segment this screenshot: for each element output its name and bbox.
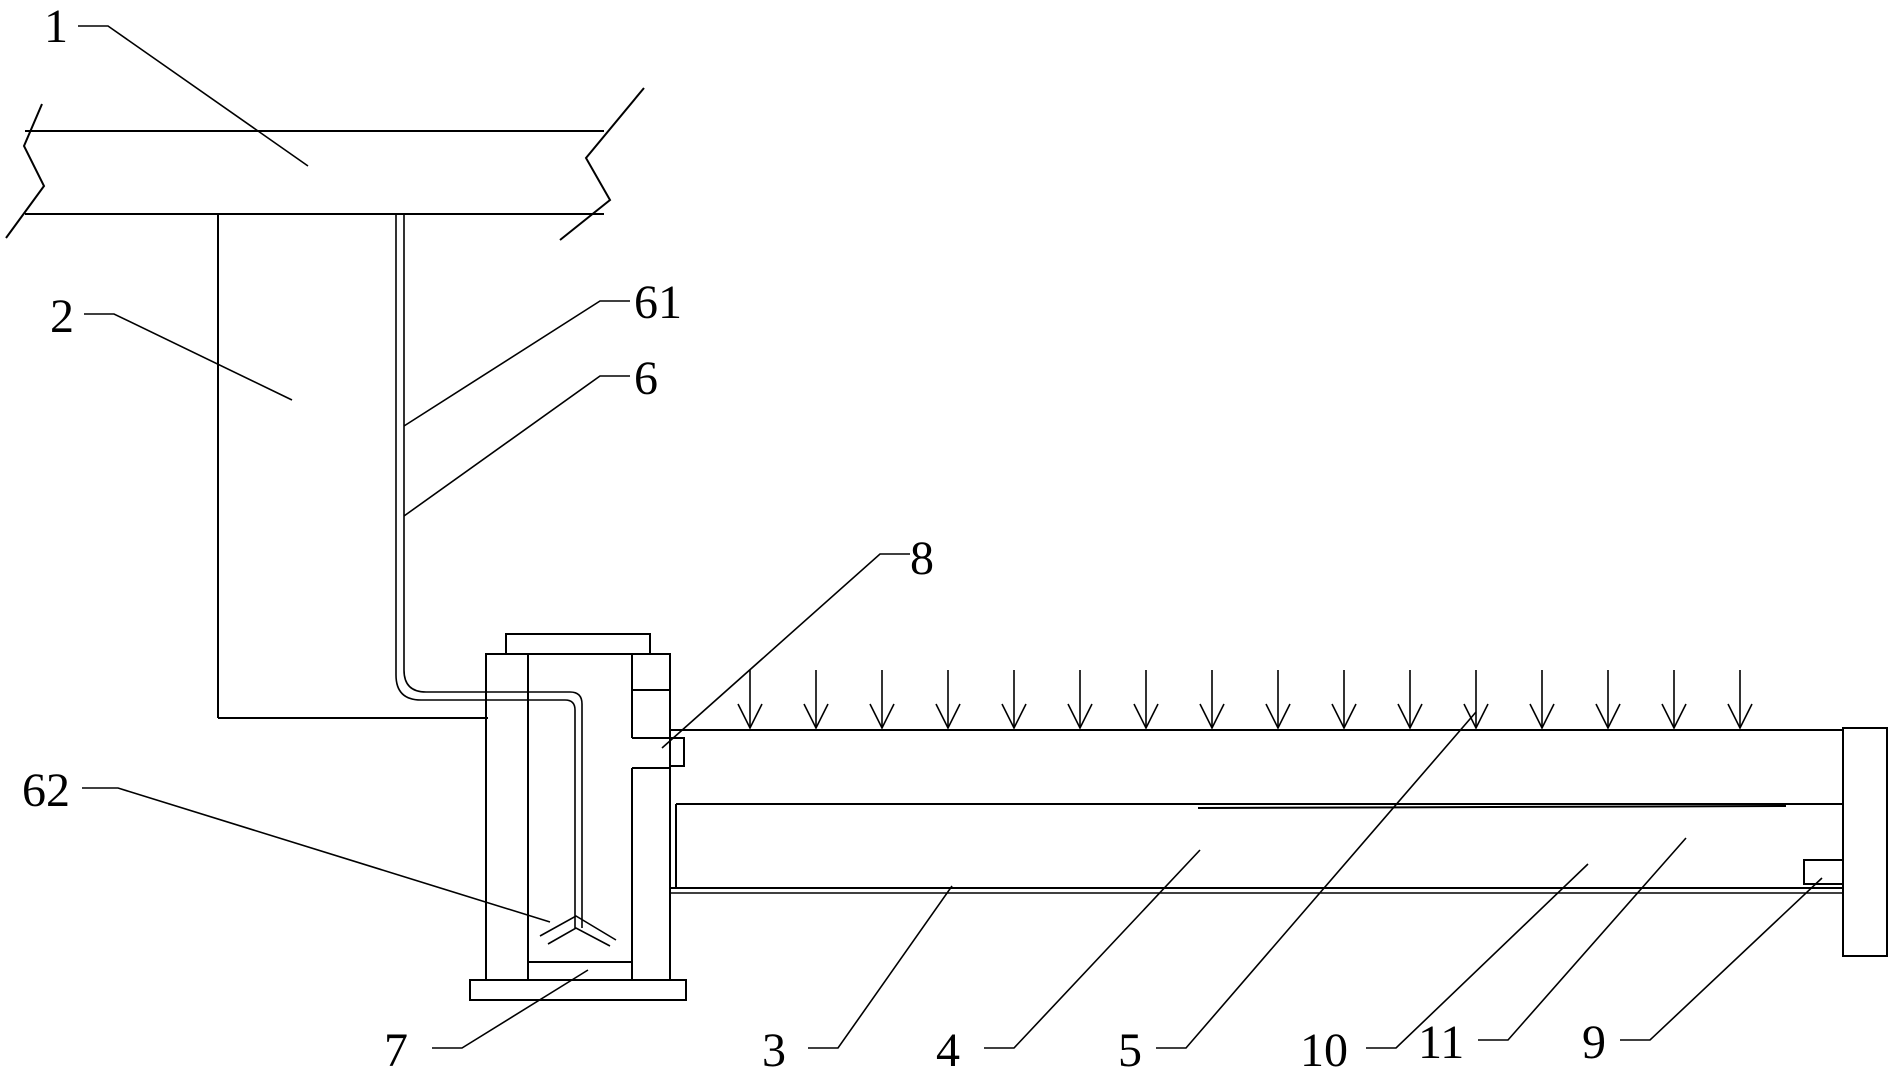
pipe-6 (395, 214, 583, 928)
load-arrow (1463, 670, 1489, 730)
connector-8 (669, 737, 685, 767)
label-11: 11 (1418, 1016, 1464, 1069)
label-7: 7 (384, 1024, 408, 1077)
label-10: 10 (1300, 1024, 1348, 1077)
load-arrows-5 (737, 670, 1753, 730)
leader-9 (1620, 877, 1823, 1041)
leader-62 (82, 787, 551, 923)
label-5: 5 (1118, 1024, 1142, 1077)
beam-1 (5, 87, 645, 241)
leader-2 (84, 313, 293, 401)
number-labels: 1 2 61 6 8 62 7 3 4 5 10 11 9 (22, 0, 1606, 1077)
leader-10 (1366, 863, 1589, 1049)
load-arrow (1661, 670, 1687, 730)
end-block-9 (1803, 727, 1888, 957)
load-arrow (1331, 670, 1357, 730)
label-6: 6 (634, 352, 658, 405)
load-arrow (1397, 670, 1423, 730)
load-arrow (935, 670, 961, 730)
load-arrow (1529, 670, 1555, 730)
label-9: 9 (1582, 1016, 1606, 1069)
load-arrow (1067, 670, 1093, 730)
load-arrow (1595, 670, 1621, 730)
label-61: 61 (634, 276, 682, 329)
load-arrow (1001, 670, 1027, 730)
leader-8 (661, 553, 910, 749)
label-1: 1 (44, 0, 68, 53)
slab-4 (669, 729, 1843, 894)
load-arrow (1199, 670, 1225, 730)
leader-7 (432, 969, 589, 1049)
label-8: 8 (910, 532, 934, 585)
box-7 (469, 633, 687, 1001)
leader-4 (984, 849, 1201, 1049)
label-4: 4 (936, 1024, 960, 1077)
nozzle-62 (539, 915, 617, 947)
label-2: 2 (50, 290, 74, 343)
load-arrow (1727, 670, 1753, 730)
leader-6 (403, 375, 630, 517)
load-arrow (1133, 670, 1159, 730)
leader-11 (1478, 837, 1687, 1041)
leader-lines (78, 25, 1823, 1049)
load-arrow (869, 670, 895, 730)
leader-3 (808, 885, 953, 1049)
leader-61 (403, 300, 630, 427)
label-62: 62 (22, 764, 70, 817)
column-2 (217, 214, 488, 719)
label-3: 3 (762, 1024, 786, 1077)
load-arrow (1265, 670, 1291, 730)
load-arrow (737, 670, 763, 730)
load-arrow (803, 670, 829, 730)
leader-1 (78, 25, 309, 167)
leader-5 (1156, 711, 1477, 1049)
